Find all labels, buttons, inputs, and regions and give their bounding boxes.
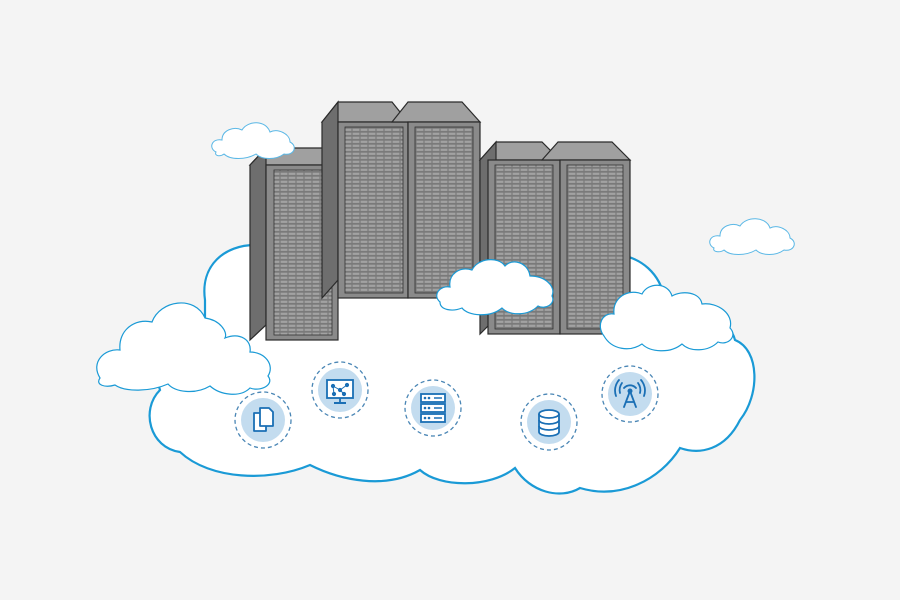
rack-2 <box>320 100 410 300</box>
broadcast-antenna-icon <box>601 365 659 423</box>
service-icons <box>234 361 659 451</box>
right-small-cloud <box>709 218 795 255</box>
server-racks <box>248 100 632 342</box>
documents-icon <box>234 391 292 449</box>
foreground-clouds <box>96 259 734 395</box>
right-foreground-cloud <box>599 284 734 352</box>
monitor-network-icon <box>311 361 369 419</box>
rack-5 <box>540 141 632 335</box>
database-icon <box>520 393 578 451</box>
center-foreground-cloud <box>436 259 554 316</box>
background-clouds <box>211 122 795 255</box>
server-stack-icon <box>404 379 462 437</box>
rack-3 <box>390 101 482 299</box>
left-foreground-cloud <box>96 302 271 395</box>
top-left-small-cloud <box>211 122 295 159</box>
